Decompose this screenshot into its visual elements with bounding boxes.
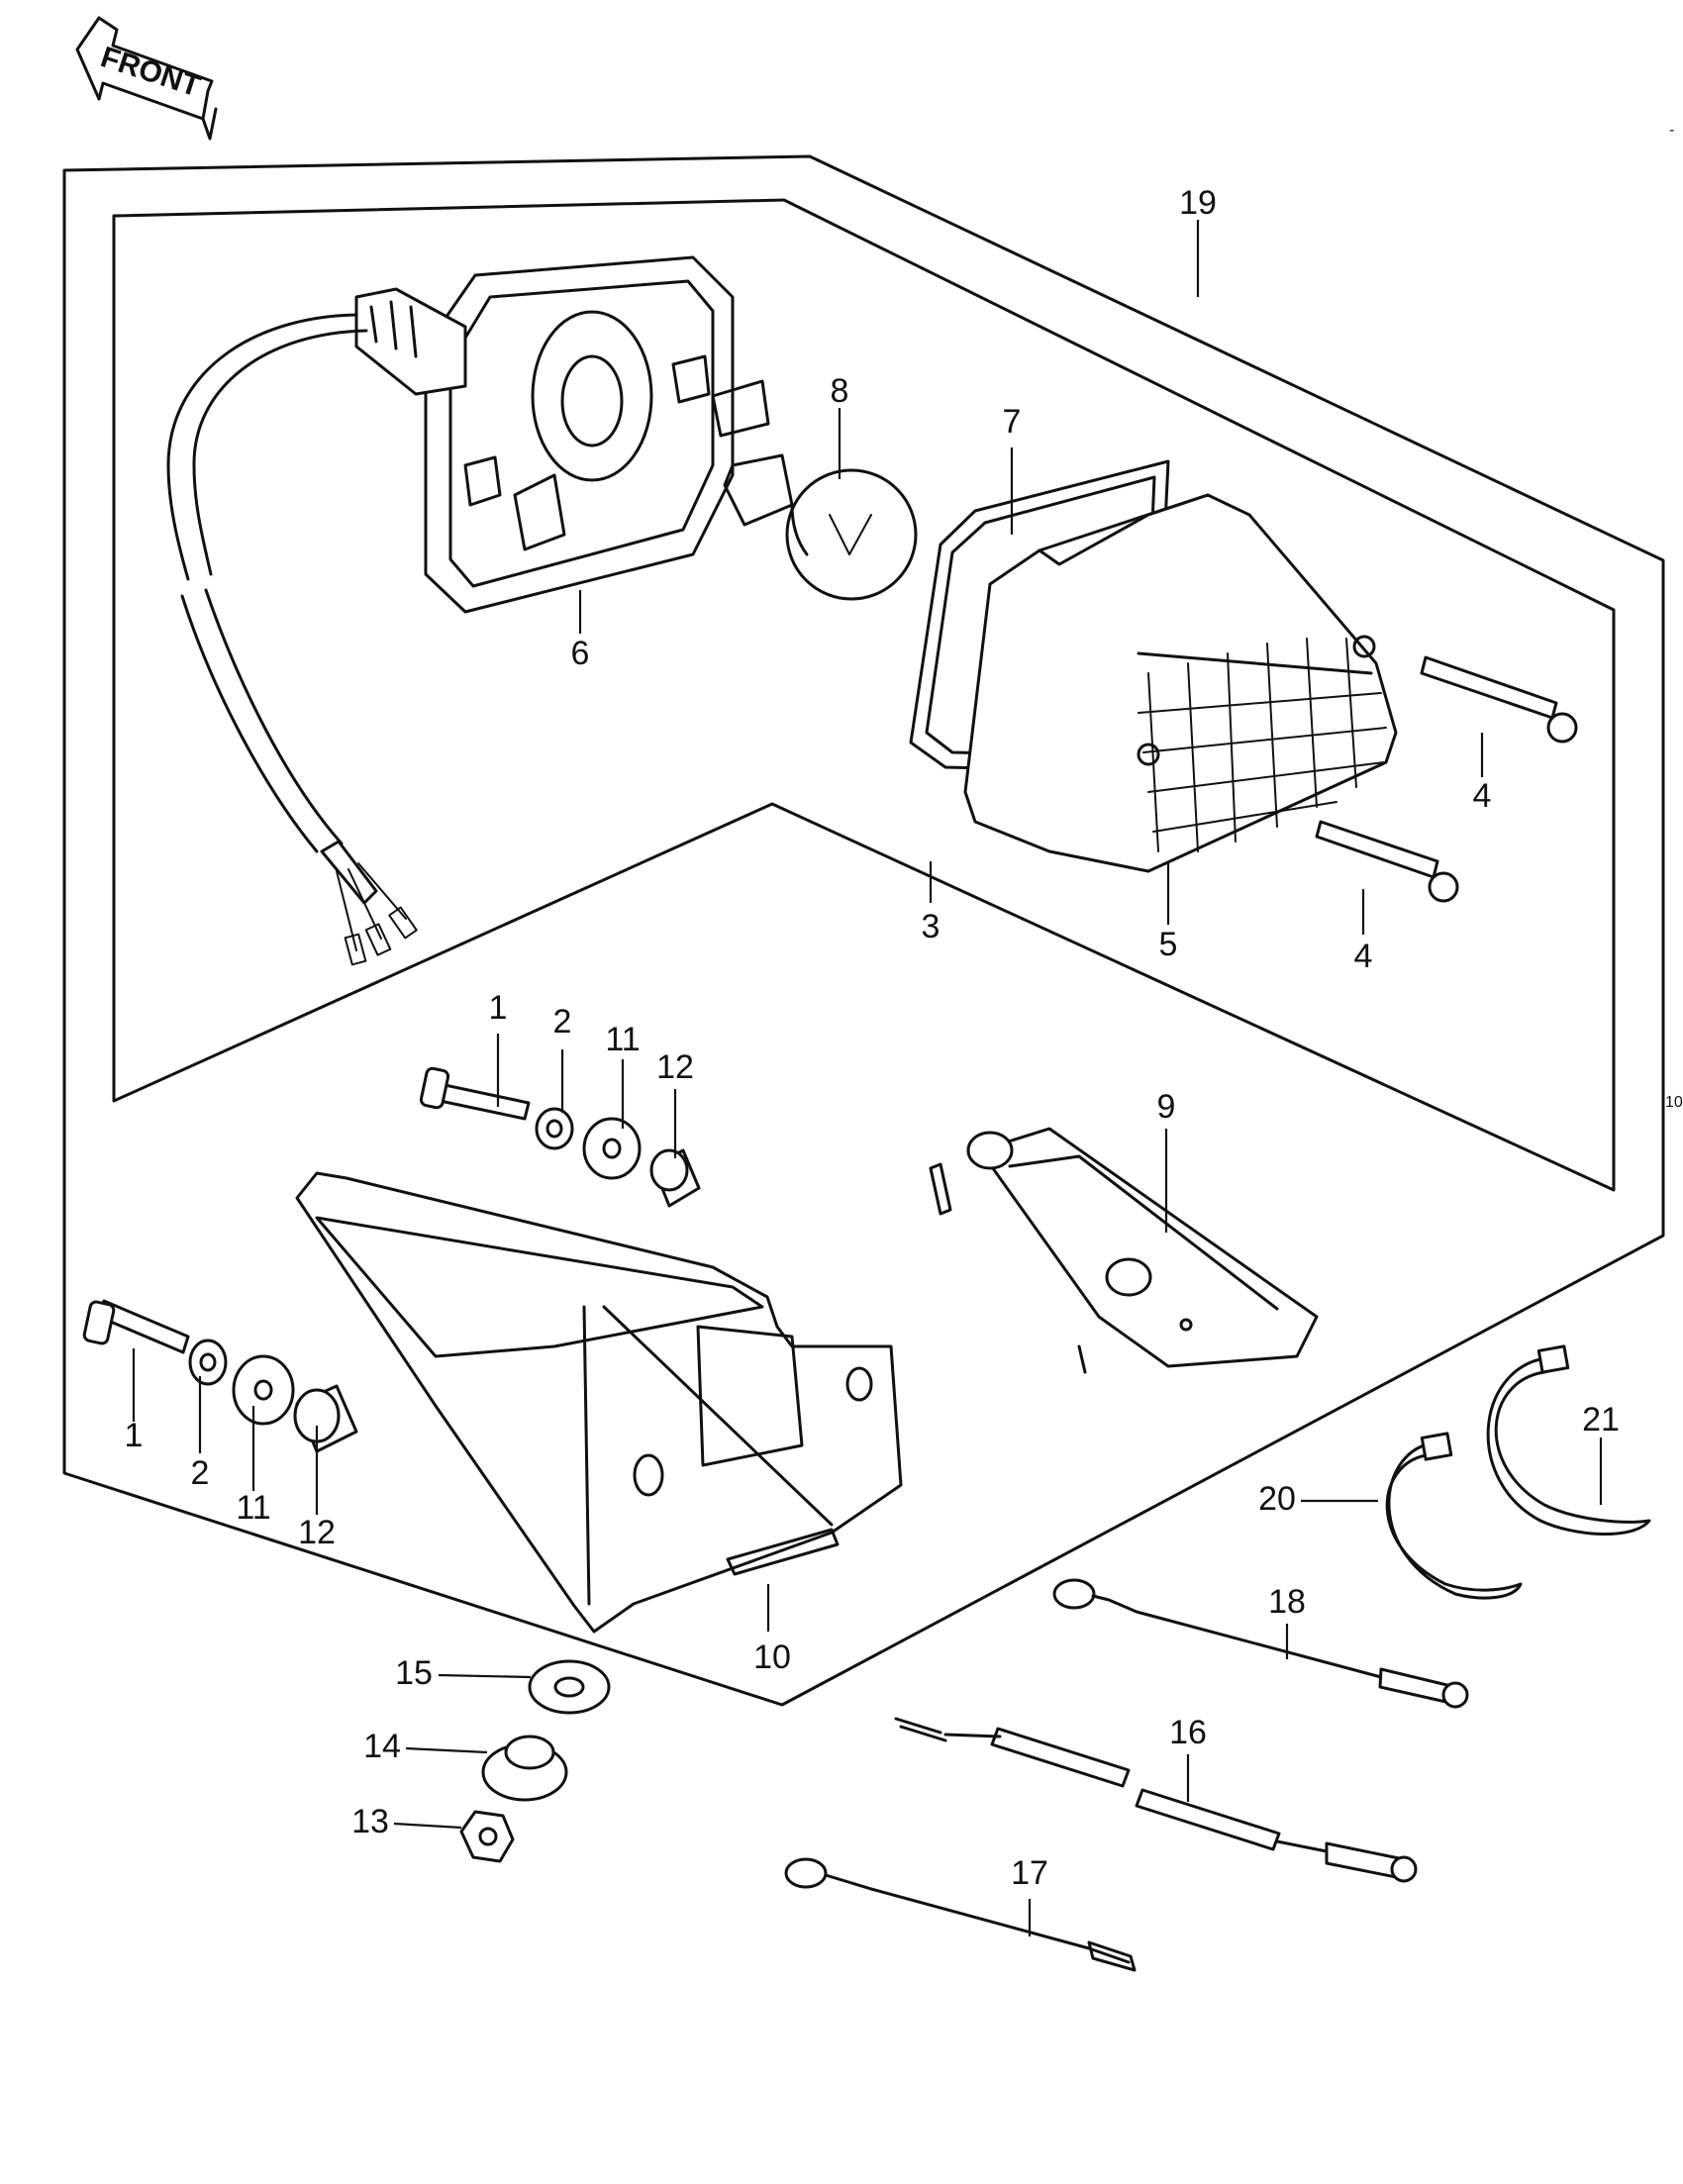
- bolt-set-upper: [419, 1066, 701, 1208]
- nut-part-13: [459, 1810, 515, 1863]
- assembly-outline-19: [62, 154, 1665, 1707]
- ground-wire-part-17: [784, 1857, 1137, 1972]
- callout-18: 18: [1268, 1583, 1306, 1621]
- clamp-part-21: [1486, 1344, 1651, 1536]
- license-bracket-part-9: [929, 1127, 1319, 1374]
- tail-lens-part-5: [963, 493, 1398, 873]
- wiring-harness: [166, 313, 418, 966]
- clamp-part-20: [1385, 1432, 1523, 1600]
- callout-21: 21: [1582, 1401, 1620, 1439]
- callout-labels: 19 8 7 6 4 4 3 5 1 2 11 12 9 1 2 11 12 2…: [125, 184, 1620, 1892]
- callout-6: 6: [571, 635, 590, 672]
- callout-1-upper: 1: [489, 989, 508, 1027]
- assembly-outline-3: [112, 198, 1616, 1192]
- callout-leaders: [132, 220, 1603, 1936]
- callout-7: 7: [1003, 403, 1022, 441]
- callout-17: 17: [1011, 1854, 1048, 1892]
- front-arrow-label: FRONT: [97, 41, 204, 103]
- callout-3: 3: [922, 908, 940, 945]
- ground-wire-part-18: [1052, 1578, 1469, 1709]
- callout-10: 10: [753, 1638, 791, 1676]
- callout-20: 20: [1258, 1480, 1296, 1518]
- callout-4-upper: 4: [1473, 777, 1492, 815]
- lamp-base-part-6: [354, 255, 770, 614]
- callout-2-lower: 2: [191, 1454, 210, 1492]
- callout-19: 19: [1179, 184, 1217, 222]
- callout-12-upper: 12: [656, 1048, 694, 1086]
- margin-mark-top: -: [1669, 122, 1674, 139]
- callout-16: 16: [1169, 1714, 1207, 1751]
- mount-housing-part-10: [295, 1171, 903, 1634]
- screw-part-4-upper: [1420, 655, 1578, 744]
- callout-12-lower: 12: [298, 1514, 336, 1551]
- callout-11-upper: 11: [605, 1021, 640, 1058]
- callout-4-lower: 4: [1354, 938, 1373, 975]
- bolt-set-lower: [82, 1299, 358, 1453]
- callout-13: 13: [351, 1803, 389, 1840]
- front-direction-arrow: FRONT: [75, 16, 218, 141]
- callout-8: 8: [831, 372, 849, 410]
- callout-14: 14: [363, 1728, 401, 1765]
- callout-5: 5: [1159, 926, 1178, 963]
- callout-2-upper: 2: [553, 1003, 572, 1041]
- margin-mark-right: 10: [1665, 1094, 1683, 1111]
- callout-11-lower: 11: [236, 1489, 270, 1527]
- screw-part-4-lower: [1315, 820, 1459, 903]
- callout-1-lower: 1: [125, 1417, 144, 1454]
- callout-9: 9: [1157, 1088, 1176, 1126]
- washer-part-15: [528, 1659, 611, 1715]
- bulb-part-8: [723, 453, 918, 601]
- grommet-part-14: [481, 1735, 568, 1802]
- callout-15: 15: [395, 1654, 433, 1692]
- lead-wire-part-16: [894, 1717, 1418, 1883]
